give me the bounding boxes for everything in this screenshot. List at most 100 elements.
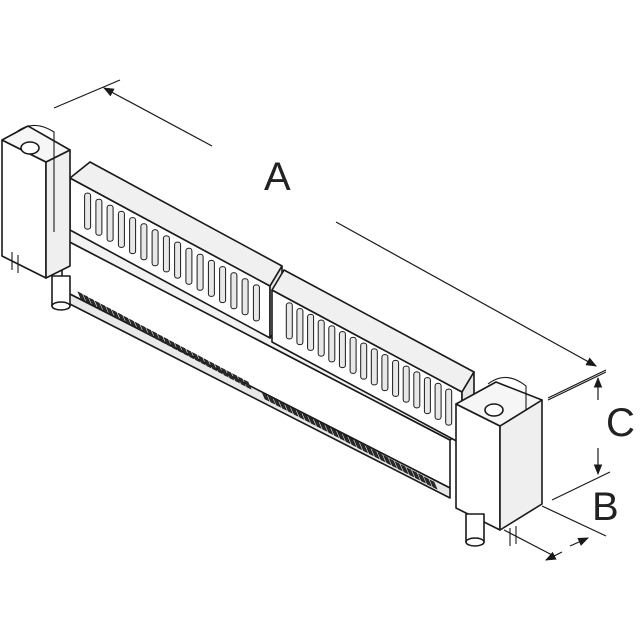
solder-pin bbox=[191, 352, 201, 363]
solder-pin bbox=[342, 433, 351, 445]
contact-fin bbox=[413, 371, 421, 409]
solder-tail-pins bbox=[77, 291, 438, 490]
dimension-a: A bbox=[53, 79, 607, 401]
solder-pin bbox=[243, 379, 252, 390]
solder-pin bbox=[313, 418, 322, 429]
contact-fin bbox=[370, 348, 378, 386]
contact-fin bbox=[129, 217, 137, 255]
dim-a-arrow-left bbox=[103, 87, 213, 147]
solder-pin bbox=[174, 342, 183, 354]
contact-fin bbox=[84, 192, 92, 230]
solder-pin bbox=[88, 297, 97, 308]
solder-pin bbox=[197, 355, 206, 366]
solder-pin bbox=[140, 324, 149, 336]
solder-pin bbox=[383, 455, 392, 466]
contact-fin bbox=[328, 325, 336, 363]
solder-pin bbox=[336, 430, 345, 442]
left-bracket-side bbox=[45, 149, 71, 279]
dimension-b: B bbox=[503, 485, 619, 561]
left-peg-tip bbox=[51, 301, 71, 311]
solder-pin bbox=[325, 424, 334, 436]
contact-fin bbox=[402, 365, 410, 403]
connector-body bbox=[1, 124, 543, 547]
dimension-c: C bbox=[547, 369, 635, 501]
dim-b-arrow-left bbox=[545, 551, 563, 561]
solder-pin bbox=[77, 291, 86, 302]
dim-a-arrow-right bbox=[335, 221, 597, 367]
solder-pin bbox=[412, 470, 421, 481]
left-contact-fins bbox=[84, 192, 260, 322]
solder-pin bbox=[394, 461, 403, 472]
solder-pin bbox=[209, 361, 218, 372]
contact-fin bbox=[360, 342, 368, 380]
solder-pin bbox=[134, 321, 143, 332]
solder-pin bbox=[377, 452, 386, 463]
solder-pin bbox=[284, 403, 293, 414]
solder-pin bbox=[319, 421, 328, 432]
solder-pin bbox=[237, 376, 246, 387]
solder-pin bbox=[226, 370, 235, 381]
solder-pin bbox=[429, 479, 438, 490]
contact-fin bbox=[95, 198, 103, 236]
solder-pin bbox=[417, 473, 426, 484]
right-contact-fins bbox=[285, 302, 453, 426]
dim-a-label: A bbox=[264, 155, 291, 199]
dim-b-extension-left bbox=[503, 529, 555, 557]
solder-pin bbox=[100, 303, 109, 314]
contact-fin bbox=[296, 308, 304, 346]
contact-fin bbox=[434, 382, 442, 420]
contact-fin bbox=[317, 319, 325, 357]
solder-pin bbox=[388, 458, 397, 469]
contact-fin bbox=[241, 278, 249, 316]
solder-pin bbox=[169, 339, 178, 351]
right-peg-tip bbox=[465, 537, 485, 547]
contact-fin bbox=[174, 241, 182, 279]
solder-pin bbox=[232, 373, 241, 384]
contact-fin bbox=[381, 354, 389, 392]
solder-pin bbox=[400, 464, 409, 475]
solder-pin bbox=[302, 412, 311, 423]
dim-b-extension-right bbox=[541, 505, 607, 537]
contact-fin bbox=[196, 253, 204, 291]
left-bracket-tab bbox=[13, 124, 55, 232]
contact-fin bbox=[338, 331, 346, 369]
solder-pin bbox=[180, 345, 189, 357]
solder-pin bbox=[365, 445, 374, 457]
solder-pin bbox=[151, 330, 160, 342]
contact-fin bbox=[252, 284, 260, 322]
dim-a-extension-right bbox=[547, 371, 607, 401]
solder-pin bbox=[94, 300, 103, 311]
contact-fin bbox=[151, 229, 159, 267]
solder-pin bbox=[348, 436, 357, 448]
dim-c-label: C bbox=[606, 401, 635, 445]
solder-pin bbox=[261, 391, 270, 402]
contact-fin bbox=[349, 336, 357, 374]
left-bracket-front bbox=[1, 139, 47, 279]
contact-fin bbox=[207, 259, 215, 297]
solder-pin bbox=[123, 315, 132, 326]
solder-pin bbox=[157, 333, 166, 345]
contact-fin bbox=[307, 313, 315, 351]
solder-pin bbox=[128, 318, 138, 329]
solder-pin bbox=[330, 427, 340, 439]
solder-pin bbox=[371, 449, 380, 460]
contact-fin bbox=[392, 359, 400, 397]
solder-pin bbox=[111, 309, 120, 320]
contact-fin bbox=[445, 388, 453, 426]
solder-pin bbox=[220, 367, 229, 378]
solder-pin bbox=[106, 306, 115, 317]
contact-fin bbox=[285, 302, 293, 340]
solder-pin bbox=[406, 467, 415, 478]
contact-fin bbox=[185, 247, 193, 285]
solder-pin bbox=[117, 312, 126, 323]
dim-c-extension-bottom bbox=[551, 471, 611, 501]
solder-pin bbox=[423, 476, 432, 487]
dim-b-arrow-right bbox=[569, 537, 589, 547]
dim-a-extension-left bbox=[53, 79, 121, 109]
contact-fin bbox=[140, 223, 148, 261]
contact-fin bbox=[230, 272, 238, 310]
solder-pin bbox=[278, 400, 287, 411]
contact-fin bbox=[106, 204, 114, 242]
solder-pin bbox=[354, 439, 363, 451]
dim-c-extension-top bbox=[547, 369, 607, 399]
